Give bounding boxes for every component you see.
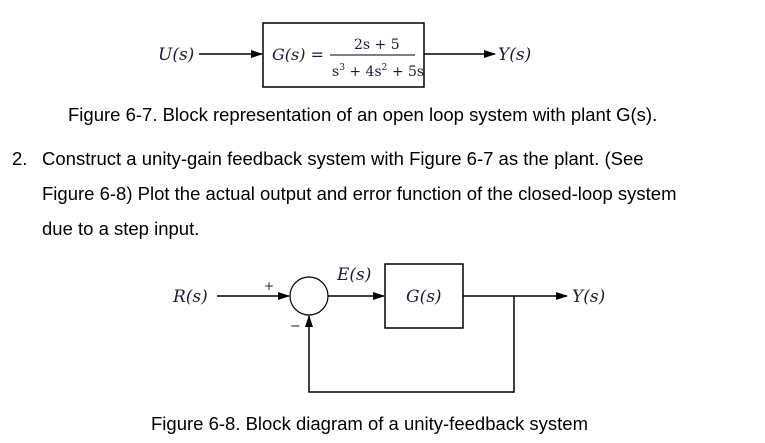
- plant-denominator: s3 + 4s2 + 5s: [332, 63, 424, 80]
- open-loop-diagram: U(s) G(s) = 2s + 5 s3 + 4s2 + 5s Y(s): [158, 22, 531, 88]
- feedback-path: [305, 296, 515, 393]
- input-signal-u: U(s): [158, 45, 194, 65]
- question-line-2: Figure 6-8) Plot the actual output and e…: [42, 183, 677, 204]
- question-line-1: Construct a unity-gain feedback system w…: [42, 148, 644, 169]
- error-signal-e: E(s): [336, 265, 371, 285]
- figure-6-7-caption: Figure 6-7. Block representation of an o…: [68, 104, 658, 125]
- figure-6-8-caption: Figure 6-8. Block diagram of a unity-fee…: [151, 413, 588, 434]
- question-line-3: due to a step input.: [42, 218, 200, 239]
- plant-numerator: 2s + 5: [354, 37, 400, 53]
- question-number: 2.: [12, 148, 28, 169]
- plant-block: [262, 22, 425, 88]
- reference-signal-r: R(s): [172, 287, 208, 307]
- plant-label: G(s): [406, 287, 442, 307]
- plant-lhs: G(s) =: [272, 45, 324, 64]
- output-signal-y2: Y(s): [572, 287, 605, 307]
- plus-sign: +: [264, 279, 274, 293]
- minus-sign: −: [290, 319, 301, 334]
- output-signal-y: Y(s): [498, 45, 531, 65]
- feedback-diagram: R(s) + − E(s) G(s) Y(s): [172, 263, 605, 393]
- summing-junction: [289, 276, 329, 316]
